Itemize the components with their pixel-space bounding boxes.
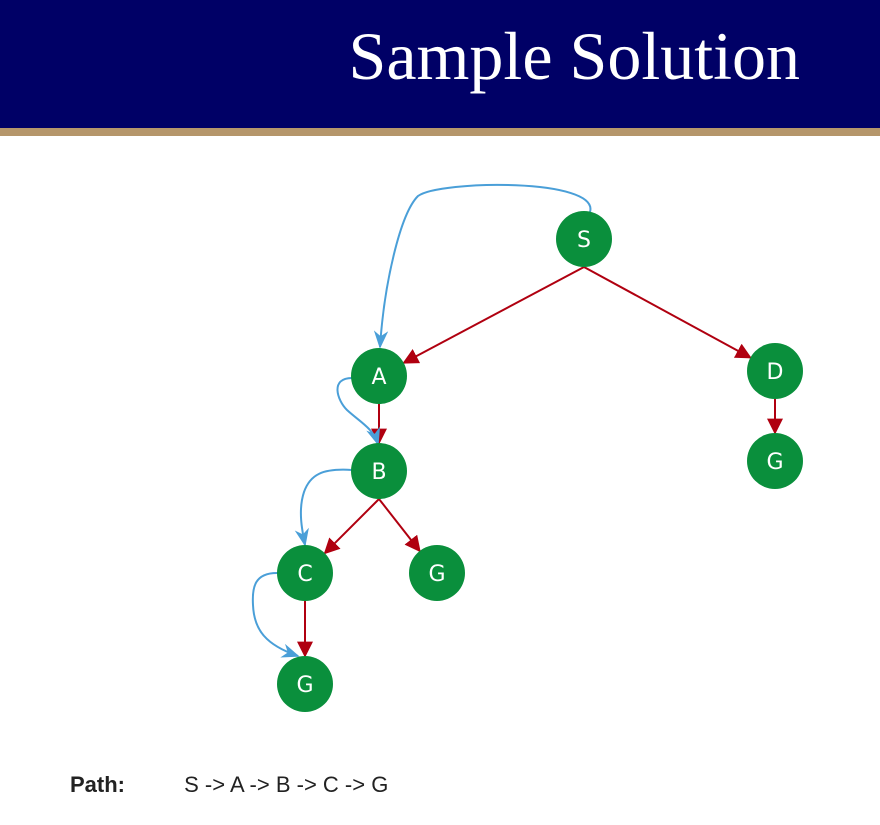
node-label: C [297, 562, 312, 587]
node-circle [351, 348, 407, 404]
node-label: G [766, 450, 783, 475]
header-divider [0, 128, 880, 136]
node-circle [409, 545, 465, 601]
tree-node-a: A [351, 348, 407, 404]
tree-node-g3: G [277, 656, 333, 712]
trace-arrow-b-c [294, 468, 353, 547]
node-circle [277, 545, 333, 601]
tree-edge-b-c [323, 498, 380, 555]
node-circle [747, 343, 803, 399]
tree-edge-s-a [402, 266, 585, 364]
node-circle [277, 656, 333, 712]
tree-edges [297, 266, 783, 658]
tree-node-g1: G [747, 433, 803, 489]
tree-node-c: C [277, 545, 333, 601]
header-bar: Sample Solution [0, 0, 880, 128]
node-label: A [371, 365, 386, 390]
slide-title: Sample Solution [348, 18, 800, 94]
tree-node-b: B [351, 443, 407, 499]
node-label: S [577, 228, 591, 253]
tree-nodes: S A D B G C G G [277, 211, 803, 712]
node-label: B [371, 460, 386, 485]
search-trace [251, 183, 592, 658]
tree-edge-s-d [583, 266, 752, 359]
node-circle [747, 433, 803, 489]
trace-arrow-s-a [373, 183, 592, 349]
node-label: D [767, 360, 784, 385]
path-value: S -> A -> B -> C -> G [184, 772, 389, 797]
node-circle [351, 443, 407, 499]
node-label: G [428, 562, 445, 587]
node-label: G [296, 673, 313, 698]
solution-path: Path: S -> A -> B -> C -> G [70, 772, 388, 798]
tree-node-g2: G [409, 545, 465, 601]
node-circle [556, 211, 612, 267]
tree-node-s: S [556, 211, 612, 267]
tree-edge-b-g2 [378, 498, 421, 553]
tree-node-d: D [747, 343, 803, 399]
trace-arrow-c-g3 [251, 571, 300, 658]
trace-arrow-a-b [336, 377, 381, 446]
path-label: Path: [70, 772, 125, 797]
